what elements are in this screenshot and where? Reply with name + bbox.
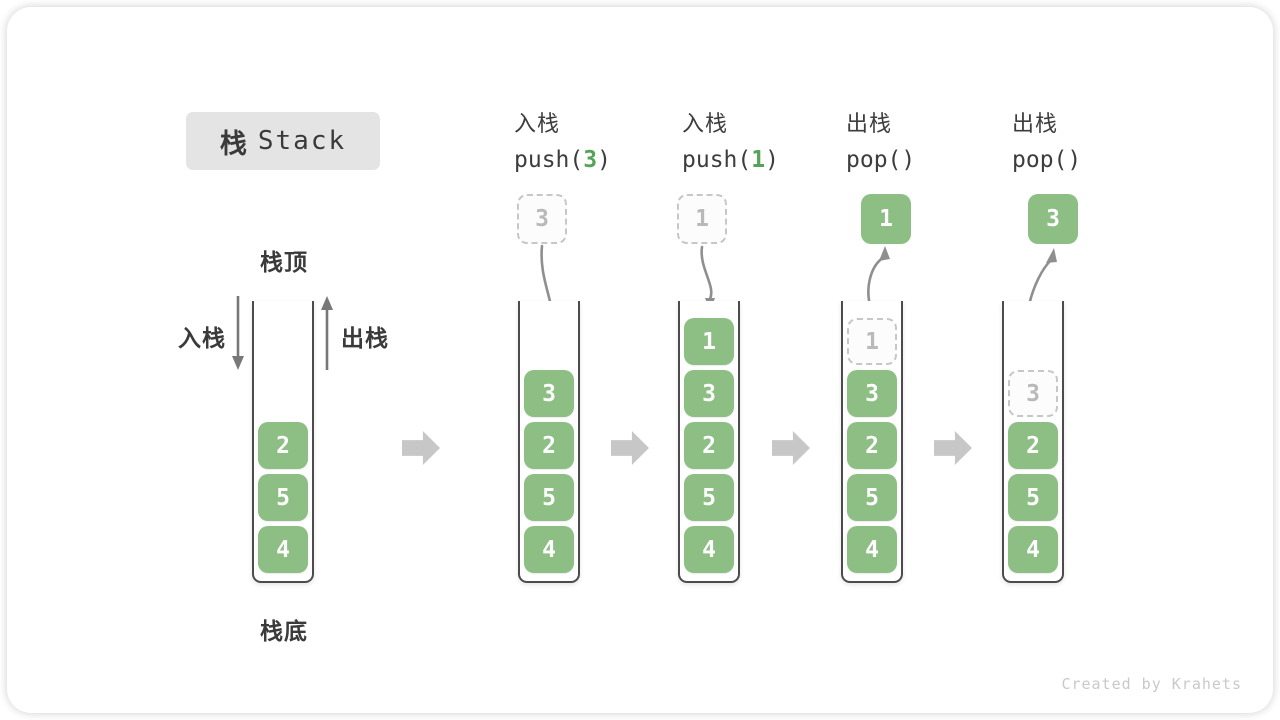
stack-cell: 2 bbox=[258, 422, 308, 469]
stack-cell: 2 bbox=[1008, 422, 1058, 469]
stack-cell: 5 bbox=[684, 474, 734, 521]
stack-cell: 5 bbox=[1008, 474, 1058, 521]
stack-cell: 4 bbox=[684, 526, 734, 573]
op-code-arg: 1 bbox=[751, 147, 766, 173]
stack-cell: 4 bbox=[1008, 526, 1058, 573]
stack-cell: 2 bbox=[684, 422, 734, 469]
op-code-post: ) bbox=[901, 147, 916, 173]
stack-cell: 4 bbox=[524, 526, 574, 573]
stack-cell: 4 bbox=[258, 526, 308, 573]
stack-cell-ghost: 1 bbox=[847, 318, 897, 365]
op-header-push-1: 入栈 push(1) bbox=[682, 106, 779, 173]
op-code-label: push(1) bbox=[682, 147, 779, 173]
op-code-arg: 3 bbox=[583, 147, 598, 173]
op-code-label: push(3) bbox=[514, 147, 611, 173]
op-header-pop-1: 出栈 pop() bbox=[846, 106, 915, 173]
watermark-credit: Created by Krahets bbox=[1061, 675, 1242, 693]
stack-cell: 3 bbox=[684, 370, 734, 417]
op-code-label: pop() bbox=[846, 147, 915, 173]
op-header-push-3: 入栈 push(3) bbox=[514, 106, 611, 173]
push-direction-arrow-icon bbox=[232, 296, 244, 370]
floating-popped-value-box: 3 bbox=[1028, 194, 1078, 244]
stack-bottom-label: 栈底 bbox=[260, 618, 308, 644]
stack-top-label: 栈顶 bbox=[260, 249, 308, 275]
stack-cell: 3 bbox=[524, 370, 574, 417]
op-header-pop-3: 出栈 pop() bbox=[1012, 106, 1081, 173]
op-zh-label: 入栈 bbox=[514, 111, 561, 136]
diagram-title-box: 栈 Stack bbox=[186, 112, 380, 170]
op-code-pre: pop( bbox=[846, 147, 902, 173]
floating-push-value-box: 3 bbox=[517, 194, 567, 244]
stack-column-push-3: 3 2 5 4 bbox=[518, 301, 580, 583]
op-code-pre: push( bbox=[514, 147, 584, 173]
stack-cell: 1 bbox=[684, 318, 734, 365]
stack-column-push-1: 1 3 2 5 4 bbox=[678, 301, 740, 583]
op-code-post: ) bbox=[597, 147, 611, 173]
stack-cell: 2 bbox=[847, 422, 897, 469]
stack-cell-ghost: 3 bbox=[1008, 370, 1058, 417]
op-zh-label: 出栈 bbox=[846, 111, 893, 136]
stack-cell: 3 bbox=[847, 370, 897, 417]
push-side-label: 入栈 bbox=[178, 325, 226, 351]
stack-cell: 2 bbox=[524, 422, 574, 469]
stack-cell: 5 bbox=[847, 474, 897, 521]
stack-cell: 5 bbox=[524, 474, 574, 521]
stack-column-pop-1: 1 3 2 5 4 bbox=[841, 301, 903, 583]
floating-push-value-box: 1 bbox=[677, 194, 727, 244]
stack-cell: 5 bbox=[258, 474, 308, 521]
stack-column-pop-3: 3 2 5 4 bbox=[1002, 301, 1064, 583]
floating-popped-value-box: 1 bbox=[861, 194, 911, 244]
stack-cell: 4 bbox=[847, 526, 897, 573]
op-code-pre: push( bbox=[682, 147, 752, 173]
pop-direction-arrow-icon bbox=[321, 296, 333, 370]
title-zh-label: 栈 bbox=[219, 128, 247, 159]
stack-column-initial: 2 5 4 bbox=[252, 301, 314, 583]
op-code-label: pop() bbox=[1012, 147, 1081, 173]
op-code-post: ) bbox=[765, 147, 779, 173]
op-zh-label: 入栈 bbox=[682, 111, 729, 136]
pop-side-label: 出栈 bbox=[341, 325, 389, 351]
op-code-post: ) bbox=[1067, 147, 1082, 173]
op-zh-label: 出栈 bbox=[1012, 111, 1059, 136]
title-en-label: Stack bbox=[257, 126, 347, 156]
op-code-pre: pop( bbox=[1012, 147, 1068, 173]
